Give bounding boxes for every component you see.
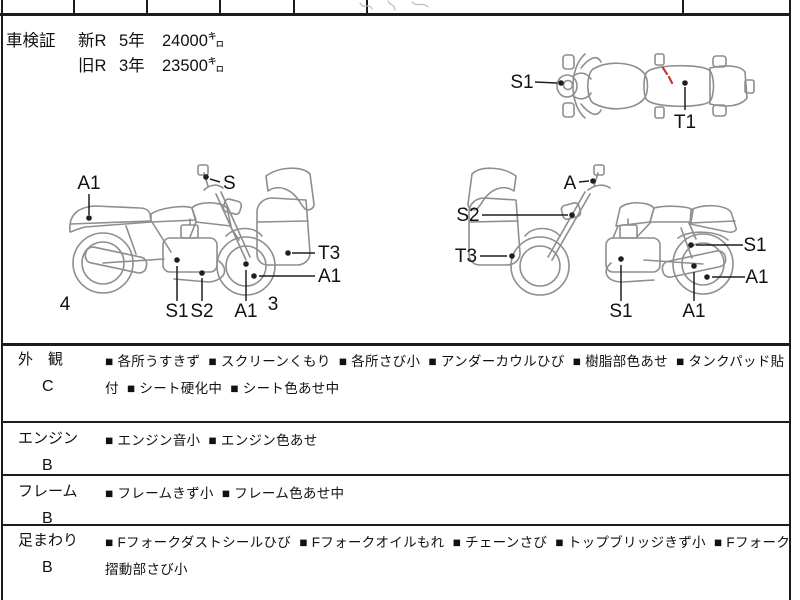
shaken-years-old: 3年 bbox=[119, 56, 145, 75]
label-a1-fork-text: A1 bbox=[234, 301, 257, 322]
right-side-label-a1-fork: A1 bbox=[234, 261, 258, 322]
label-a1-tail-text: A1 bbox=[77, 173, 100, 194]
label-t1-text: T1 bbox=[674, 112, 696, 133]
left-side-label-t3-cowl: T3 bbox=[455, 246, 515, 267]
shaken-row-new: 新R 5年 24000㌔ bbox=[78, 29, 224, 54]
row-separator bbox=[1, 524, 791, 526]
motorcycle-left-side-diagram: A S2 T3 S1 A1 S1 A1 bbox=[455, 164, 769, 322]
condition-items: ■ エンジン音小 ■ エンジン色あせ bbox=[105, 433, 318, 448]
section-grade: C bbox=[42, 378, 54, 395]
top-view-label-s1: S1 bbox=[510, 72, 564, 93]
sheet-right-border bbox=[789, 0, 791, 600]
section-name: 足まわり bbox=[18, 532, 79, 549]
label-number-front: 3 bbox=[268, 294, 279, 315]
handwriting-mark bbox=[359, 0, 429, 11]
row-separator bbox=[1, 421, 791, 423]
right-side-label-t3-cowl: T3 bbox=[285, 243, 340, 264]
header-cell-divider bbox=[146, 0, 148, 13]
left-side-label-s2-headlight: S2 bbox=[456, 205, 575, 226]
right-side-label-s-mirror: S bbox=[203, 173, 236, 194]
right-side-label-a1-tail: A1 bbox=[77, 173, 101, 221]
top-view-damage-marks bbox=[661, 66, 674, 85]
section-name: エンジン bbox=[18, 430, 79, 447]
label-s1-shock-text: S1 bbox=[743, 235, 766, 256]
condition-items: ■ 各所うすきず ■ スクリーンくもり ■ 各所さび小 ■ アンダーカウルひび … bbox=[105, 354, 785, 396]
label-a-mirror-text: A bbox=[564, 173, 577, 194]
label-t3-cowl-text: T3 bbox=[318, 243, 340, 264]
motorcycle-top-view-diagram: S1 T1 bbox=[510, 53, 755, 133]
label-s1-engine-text: S1 bbox=[165, 301, 188, 322]
section-grade: B bbox=[42, 559, 53, 576]
left-side-sketch bbox=[467, 164, 737, 296]
section-name: 外 観 bbox=[18, 351, 64, 368]
label-s2-headlight-text: S2 bbox=[456, 205, 479, 226]
label-a1-muffler-text: A1 bbox=[682, 301, 705, 322]
label-a1-wheel-text: A1 bbox=[745, 267, 768, 288]
section-name: フレーム bbox=[18, 483, 78, 500]
section-grade: B bbox=[42, 510, 53, 527]
motorcycle-right-side-diagram: A1 S T3 A1 S1 S2 A1 4 3 bbox=[60, 164, 341, 322]
row-separator bbox=[1, 474, 791, 476]
right-side-label-s1-engine: S1 bbox=[165, 257, 189, 322]
left-side-label-s1-shock: S1 bbox=[688, 235, 767, 256]
right-side-label-s2-exhaust: S2 bbox=[190, 270, 214, 322]
header-cell-divider bbox=[73, 0, 75, 13]
header-cell-divider bbox=[219, 0, 221, 13]
condition-section-label: 足まわり B bbox=[18, 531, 102, 577]
shaken-years-new: 5年 bbox=[119, 32, 145, 50]
condition-section-label: フレーム B bbox=[18, 482, 102, 528]
right-side-label-a1-wheel: A1 bbox=[251, 266, 341, 287]
header-cell-divider bbox=[293, 0, 295, 13]
left-side-label-a1-wheel: A1 bbox=[704, 267, 769, 288]
label-s1-engine-text: S1 bbox=[609, 301, 632, 322]
header-bottom-rule bbox=[0, 13, 791, 16]
left-side-label-a-mirror: A bbox=[564, 173, 596, 194]
condition-table-top-rule bbox=[1, 343, 791, 346]
shaken-rows: 新R 5年 24000㌔ 旧R 3年 23500㌔ bbox=[78, 29, 224, 78]
label-s-mirror-text: S bbox=[223, 173, 236, 194]
label-a1-wheel-text: A1 bbox=[318, 266, 341, 287]
section-grade: B bbox=[42, 457, 53, 474]
condition-section-label: エンジン B bbox=[18, 429, 102, 475]
shaken-block: 車検証 新R 5年 24000㌔ 旧R 3年 23500㌔ bbox=[6, 29, 224, 78]
left-side-label-a1-muffler: A1 bbox=[682, 263, 706, 322]
label-number-rear: 4 bbox=[60, 294, 71, 315]
condition-section-label: 外 観 C bbox=[18, 350, 102, 396]
sheet-left-border bbox=[1, 0, 3, 600]
condition-items: ■ Fフォークダストシールひび ■ Fフォークオイルもれ ■ チェーンさび ■ … bbox=[105, 535, 791, 577]
header-cell-divider bbox=[682, 0, 684, 13]
top-view-label-t1: T1 bbox=[674, 80, 696, 133]
shaken-distance-new: 24000㌔ bbox=[162, 32, 225, 50]
motorcycle-top-view-sketch bbox=[556, 53, 755, 119]
shaken-era-old: 旧R bbox=[78, 56, 107, 75]
condition-items: ■ フレームきず小 ■ フレーム色あせ中 bbox=[105, 486, 345, 501]
shaken-label: 車検証 bbox=[6, 32, 56, 50]
shaken-distance-old: 23500㌔ bbox=[162, 56, 225, 75]
label-s1-text: S1 bbox=[510, 72, 533, 93]
shaken-row-old: 旧R 3年 23500㌔ bbox=[78, 54, 224, 79]
shaken-era-new: 新R bbox=[78, 32, 107, 50]
label-s2-exhaust-text: S2 bbox=[190, 301, 213, 322]
left-side-label-s1-engine: S1 bbox=[609, 256, 633, 322]
label-t3-cowl-text: T3 bbox=[455, 246, 477, 267]
